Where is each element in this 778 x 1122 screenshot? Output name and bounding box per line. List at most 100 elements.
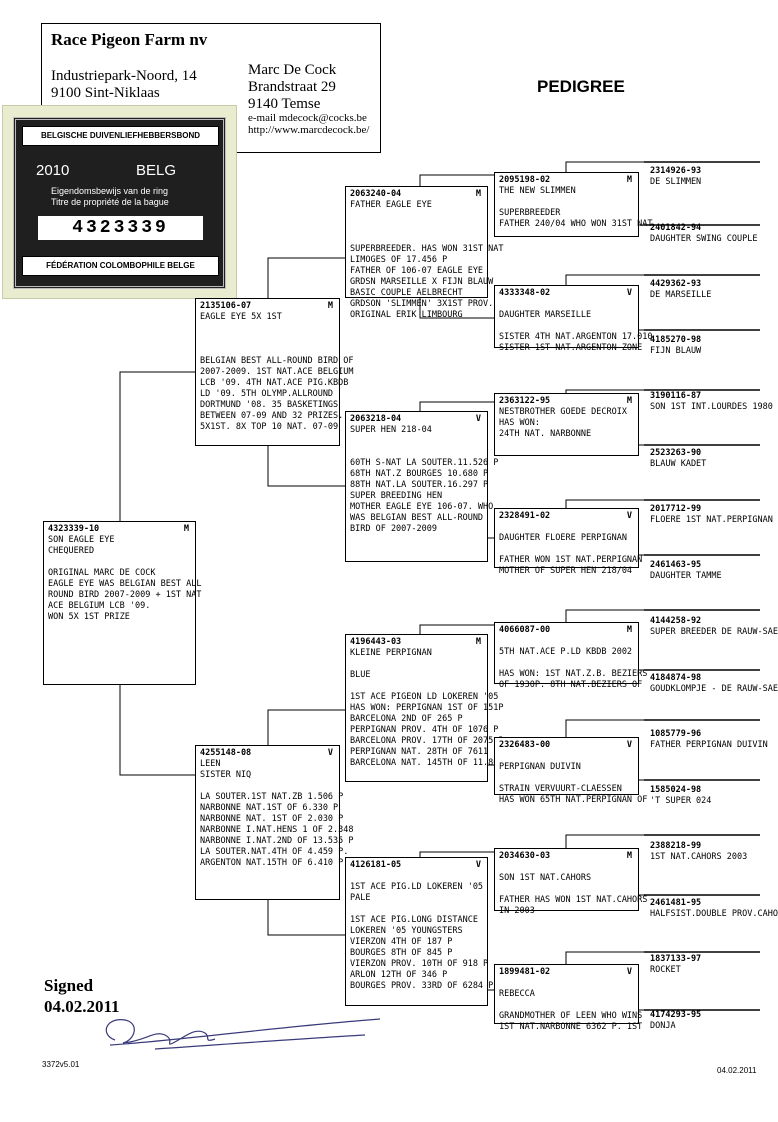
ring-card-country: BELG — [136, 162, 177, 179]
note-line: ARGENTON NAT.15TH OF 6.410 P. — [200, 858, 349, 868]
note-line: NARBONNE I.NAT.HENS 1 OF 2.348 — [200, 825, 354, 835]
ggg-name: DE MARSEILLE — [650, 290, 712, 300]
grandparent-sex: V — [475, 414, 481, 424]
note-line: GRANDMOTHER OF LEEN WHO WINS — [499, 1011, 643, 1021]
print-date: 04.02.2011 — [717, 1066, 757, 1075]
great-grandparent-sex: M — [626, 175, 632, 185]
grandparent-notes: SUPER HEN 218-04 60TH S-NAT LA SOUTER.11.… — [350, 425, 499, 535]
note-line: DORTMUND '08. 35 BASKETINGS — [200, 400, 339, 410]
note-line: GRDSN MARSEILLE X FIJN BLAUW — [350, 277, 494, 287]
note-line: ORIGINAL MARC DE COCK — [48, 568, 156, 578]
note-line: ACE BELGIUM LCB '09. — [48, 601, 151, 611]
ggg-name: FLOERE 1ST NAT.PERPIGNAN — [650, 515, 773, 525]
note-line: BOURGES 8TH OF 845 P — [350, 948, 453, 958]
note-line: STRAIN VERVUURT-CLAESSEN — [499, 784, 622, 794]
great-grandparent-ring-number: 4066087-00 — [499, 625, 551, 635]
note-line: SUPER BREEDING HEN — [350, 491, 443, 501]
owner-website: http://www.marcdecock.be/ — [248, 124, 370, 136]
note-line — [499, 773, 634, 784]
ggg-ring-number: 4185270-98 — [650, 335, 702, 345]
grandparent-ring-number: 4126181-05 — [350, 860, 402, 870]
note-line: SUPERBREEDER — [499, 208, 561, 218]
ggg-name: DONJA — [650, 1021, 676, 1031]
note-line: 1ST ACE PIGEON LD LOKEREN '05 — [350, 692, 499, 702]
note-line: 88TH NAT.LA SOUTER.16.297 P — [350, 480, 489, 490]
note-line: SON 1ST NAT.CAHORS — [499, 873, 592, 883]
note-line: HAS WON 65TH NAT.PERPIGNAN OF — [499, 795, 648, 805]
form-code: 3372v5.01 — [42, 1060, 80, 1069]
grandparent-sex: M — [475, 637, 481, 647]
note-line: VIERZON PROV. 10TH OF 918 P — [350, 959, 489, 969]
note-line: 60TH S-NAT LA SOUTER.11.526 P — [350, 458, 499, 468]
ggg-name: BLAUW KADET — [650, 459, 707, 469]
note-line: GRDSON 'SLIMMEN' 3X1ST PROV. — [350, 299, 494, 309]
note-line — [350, 447, 483, 458]
ring-card-year: 2010 — [36, 162, 70, 179]
note-line: FATHER HAS WON 1ST NAT.CAHORS — [499, 895, 648, 905]
note-line: MOTHER EAGLE EYE 106-07. WHO — [350, 502, 494, 512]
note-line — [200, 334, 335, 345]
ggg-ring-number: 4144258-92 — [650, 616, 702, 626]
ggg-ring-number: 1585024-98 — [650, 785, 702, 795]
great-grandparent-sex: M — [626, 625, 632, 635]
note-line: 5X1ST. 8X TOP 10 NAT. 07-09 — [200, 422, 339, 432]
ggg-name: HALFSIST.DOUBLE PROV.CAHO — [650, 909, 778, 919]
note-line — [499, 544, 634, 555]
note-line — [350, 904, 483, 915]
ggg-name: SON 1ST INT.LOURDES 1980 — [650, 402, 773, 412]
note-line — [200, 345, 335, 356]
note-line: LA SOUTER.1ST NAT.ZB 1.506 P — [200, 792, 344, 802]
note-line: SUPERBREEDER. HAS WON 31ST NAT — [350, 244, 504, 254]
note-line: SUPER HEN 218-04 — [350, 425, 432, 435]
note-line: PALE — [350, 893, 371, 903]
owner-city: 9140 Temse — [248, 96, 321, 112]
note-line: KLEINE PERPIGNAN — [350, 648, 432, 658]
ggg-ring-number: 2401842-94 — [650, 223, 702, 233]
subject-sex: M — [183, 524, 189, 534]
ring-card-bottom-band: FÉDÉRATION COLOMBOPHILE BELGE — [22, 256, 219, 276]
page-title: PEDIGREE — [537, 77, 625, 96]
note-line: BIRD OF 2007-2009 — [350, 524, 437, 534]
note-line: 68TH NAT.Z BOURGES 10.680 P — [350, 469, 489, 479]
handwritten-signature — [105, 1018, 381, 1050]
great-grandparent-notes: PERPIGNAN DUIVIN STRAIN VERVUURT-CLAESSEN… — [499, 751, 648, 806]
note-line: BETWEEN 07-09 AND 32 PRIZES. — [200, 411, 344, 421]
note-line: BARCELONA 2ND OF 265 P — [350, 714, 463, 724]
note-line — [499, 522, 634, 533]
signed-date: 04.02.2011 — [44, 997, 120, 1016]
note-line: FATHER OF 106-07 EAGLE EYE — [350, 266, 484, 276]
ring-card-number: 4323339 — [38, 216, 203, 240]
ggg-ring-number: 4184874-98 — [650, 673, 702, 683]
note-line — [499, 1000, 634, 1011]
note-line — [499, 751, 634, 762]
great-grandparent-sex: V — [626, 288, 632, 298]
note-line: LD '09. 5TH OLYMP.ALLROUND — [200, 389, 334, 399]
note-line: BASIC COUPLE AELBRECHT — [350, 288, 463, 298]
ggg-ring-number: 1837133-97 — [650, 954, 702, 964]
great-grandparent-ring-number: 4333348-02 — [499, 288, 551, 298]
note-line: LEEN — [200, 759, 221, 769]
note-line: PERPIGNAN DUIVIN — [499, 762, 581, 772]
note-line: NARBONNE I.NAT.2ND OF 13.535 P — [200, 836, 354, 846]
ggg-ring-number: 2523263-90 — [650, 448, 702, 458]
note-line — [350, 871, 483, 882]
farm-city: 9100 Sint-Niklaas — [51, 85, 160, 101]
grandparent-sex: V — [475, 860, 481, 870]
